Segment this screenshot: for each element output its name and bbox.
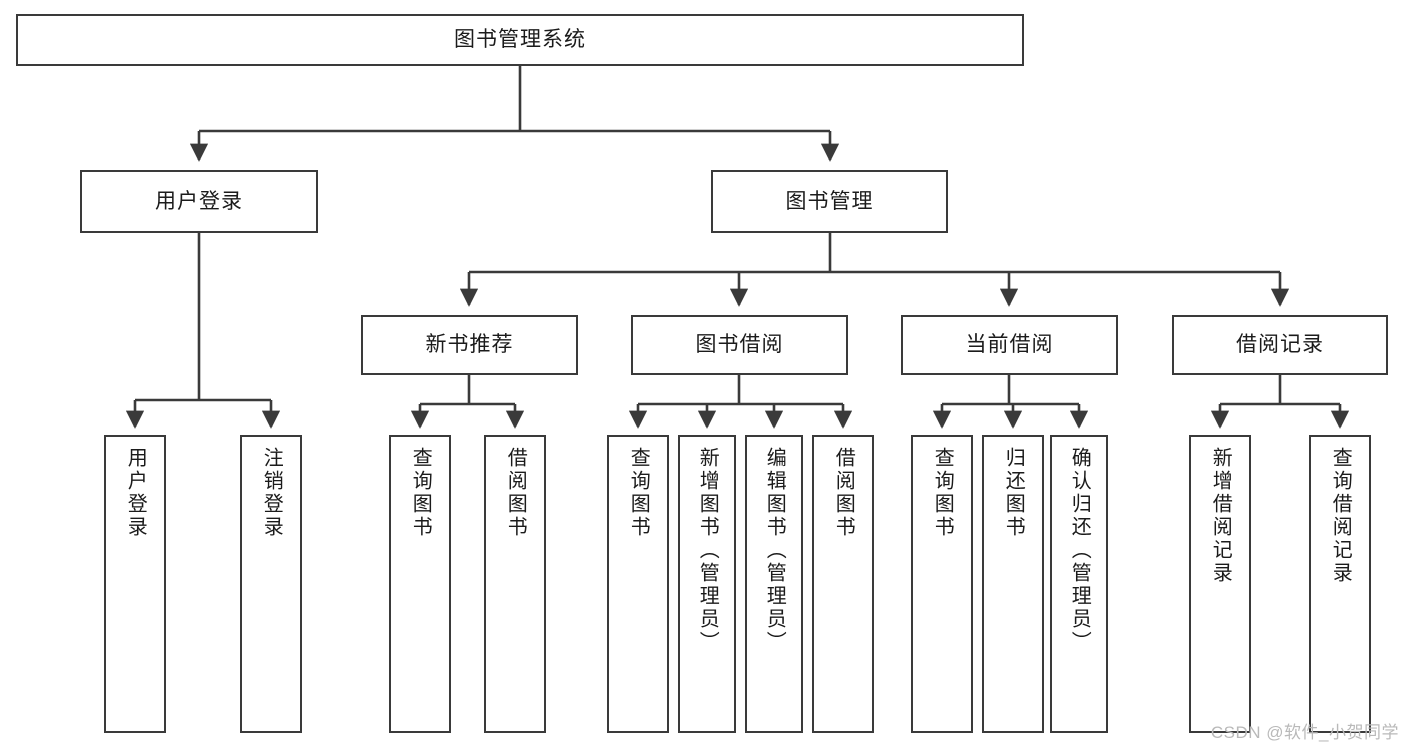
node-label: 新书推荐 (425, 333, 514, 357)
leaf-return-book[interactable]: 归还图书 (982, 435, 1044, 733)
node-book-management[interactable]: 图书管理 (711, 170, 948, 233)
node-label: 借阅记录 (1236, 333, 1324, 357)
node-label: 编辑图书（管理员） (763, 447, 786, 654)
leaf-query-book-recommend[interactable]: 查询图书 (389, 435, 451, 733)
leaf-query-book-borrow[interactable]: 查询图书 (607, 435, 669, 733)
node-label: 图书管理系统 (454, 28, 586, 52)
node-label: 当前借阅 (965, 333, 1054, 357)
leaf-borrow-book[interactable]: 借阅图书 (812, 435, 874, 733)
leaf-user-login[interactable]: 用户登录 (104, 435, 166, 733)
leaf-edit-book-admin[interactable]: 编辑图书（管理员） (745, 435, 803, 733)
node-label: 查询图书 (627, 447, 650, 539)
node-label: 注销登录 (260, 447, 283, 539)
node-label: 用户登录 (155, 189, 243, 213)
node-label: 用户登录 (124, 447, 147, 539)
leaf-borrow-book-recommend[interactable]: 借阅图书 (484, 435, 546, 733)
leaf-logout[interactable]: 注销登录 (240, 435, 302, 733)
node-label: 图书借阅 (695, 333, 784, 357)
node-label: 查询借阅记录 (1329, 447, 1352, 585)
node-book-borrow[interactable]: 图书借阅 (631, 315, 848, 375)
node-label: 查询图书 (931, 447, 954, 539)
node-label: 新增借阅记录 (1209, 447, 1232, 585)
node-borrow-record[interactable]: 借阅记录 (1172, 315, 1388, 375)
node-label: 图书管理 (785, 189, 874, 213)
node-label: 确认归还（管理员） (1068, 447, 1091, 654)
leaf-query-borrow-record[interactable]: 查询借阅记录 (1309, 435, 1371, 733)
node-new-book-recommend[interactable]: 新书推荐 (361, 315, 578, 375)
leaf-confirm-return-admin[interactable]: 确认归还（管理员） (1050, 435, 1108, 733)
leaf-add-book-admin[interactable]: 新增图书（管理员） (678, 435, 736, 733)
leaf-query-book-current[interactable]: 查询图书 (911, 435, 973, 733)
node-label: 查询图书 (409, 447, 432, 539)
node-current-borrow[interactable]: 当前借阅 (901, 315, 1118, 375)
leaf-add-borrow-record[interactable]: 新增借阅记录 (1189, 435, 1251, 733)
node-label: 借阅图书 (832, 447, 855, 539)
node-label: 新增图书（管理员） (696, 447, 719, 654)
node-root[interactable]: 图书管理系统 (16, 14, 1024, 66)
node-label: 归还图书 (1002, 447, 1025, 539)
node-label: 借阅图书 (504, 447, 527, 539)
watermark: CSDN @软件_小贺同学 (1210, 723, 1399, 742)
node-user-login[interactable]: 用户登录 (80, 170, 318, 233)
